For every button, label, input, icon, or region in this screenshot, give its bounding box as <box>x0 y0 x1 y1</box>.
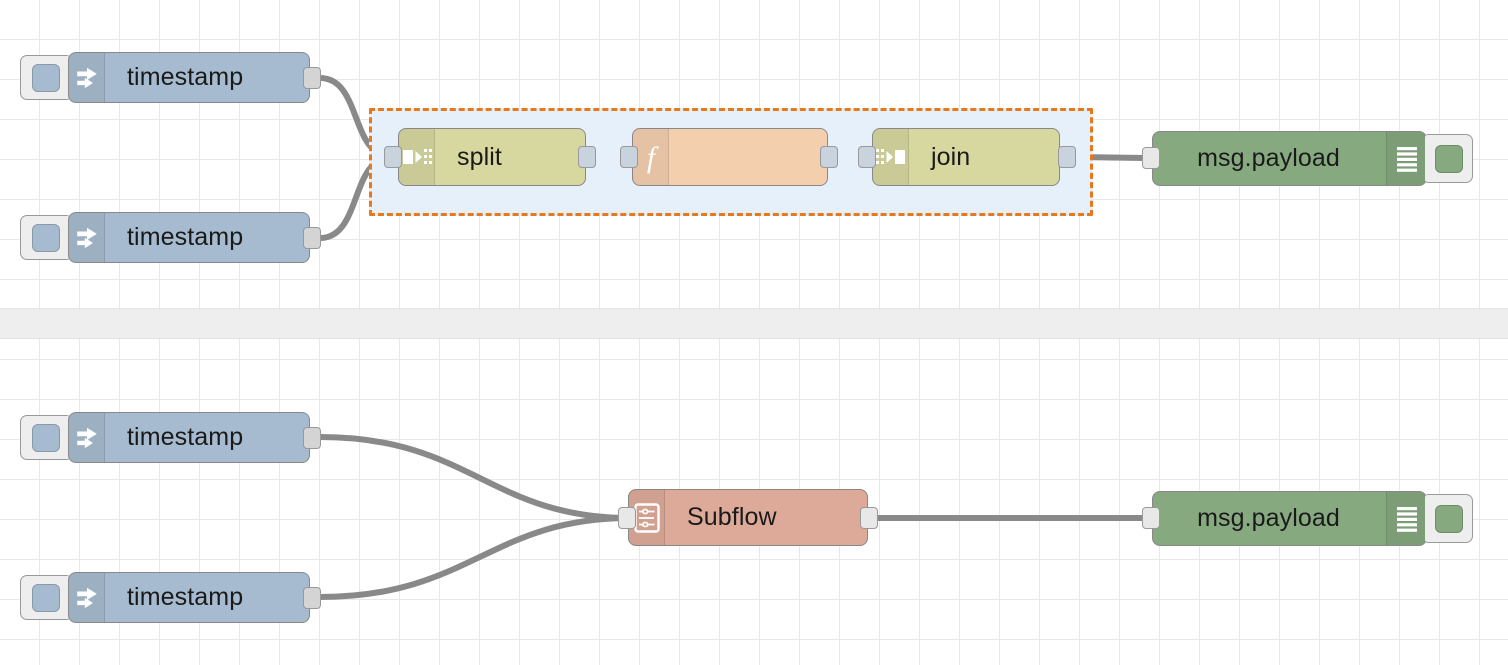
subflow-icon-svg <box>633 502 660 533</box>
node-label-split: split <box>457 142 502 171</box>
svg-text:f: f <box>646 141 658 174</box>
input-port-function[interactable] <box>620 146 638 168</box>
node-label-inject-4: timestamp <box>127 583 244 611</box>
output-port-inject-3[interactable] <box>303 427 321 449</box>
node-label-debug-1: msg.payload <box>1197 144 1340 172</box>
output-port-function[interactable] <box>820 146 838 168</box>
debug-lines-icon-svg <box>1396 146 1417 172</box>
input-port-join[interactable] <box>858 146 876 168</box>
arrow-right-icon-svg <box>76 227 97 248</box>
inject-button-inner-icon <box>31 63 60 92</box>
debug-toggle-button-1[interactable] <box>1425 134 1473 183</box>
inject-button-1[interactable] <box>20 55 70 100</box>
output-port-split[interactable] <box>578 146 596 168</box>
input-port-subflow[interactable] <box>618 507 636 529</box>
debug-lines-icon-svg <box>1396 506 1417 532</box>
arrow-right-icon <box>69 413 105 462</box>
inject-button-3[interactable] <box>20 415 70 460</box>
node-label-inject-2: timestamp <box>127 223 244 251</box>
debug-lines-icon <box>1386 492 1426 545</box>
function-f-icon: f <box>633 129 669 185</box>
input-port-debug-1[interactable] <box>1142 147 1160 169</box>
arrow-right-icon-svg <box>76 587 97 608</box>
debug-toggle-inner-icon <box>1434 504 1463 533</box>
node-inject-4[interactable]: timestamp <box>68 572 310 623</box>
input-port-debug-2[interactable] <box>1142 507 1160 529</box>
node-label-inject-1: timestamp <box>127 63 244 91</box>
input-port-split[interactable] <box>384 146 402 168</box>
node-join[interactable]: join <box>872 128 1060 186</box>
node-label-subflow: Subflow <box>687 503 777 531</box>
inject-button-inner-icon <box>31 423 60 452</box>
node-label-function <box>669 129 827 185</box>
debug-lines-icon <box>1386 132 1426 185</box>
node-inject-3[interactable]: timestamp <box>68 412 310 463</box>
function-f-icon-svg: f <box>646 141 658 174</box>
arrow-right-icon-svg <box>76 427 97 448</box>
output-port-inject-2[interactable] <box>303 227 321 249</box>
split-icon <box>399 129 435 185</box>
join-icon <box>873 129 909 185</box>
debug-toggle-button-2[interactable] <box>1425 494 1473 543</box>
arrow-right-icon <box>69 213 105 262</box>
node-inject-2[interactable]: timestamp <box>68 212 310 263</box>
arrow-right-icon <box>69 573 105 622</box>
node-subflow[interactable]: Subflow <box>628 489 868 546</box>
node-debug-1[interactable]: msg.payload <box>1152 131 1427 186</box>
output-port-join[interactable] <box>1058 146 1076 168</box>
arrow-right-icon-svg <box>76 67 97 88</box>
node-split[interactable]: split <box>398 128 586 186</box>
inject-button-inner-icon <box>31 223 60 252</box>
output-port-subflow[interactable] <box>860 507 878 529</box>
node-label-inject-3: timestamp <box>127 423 244 451</box>
output-port-inject-4[interactable] <box>303 587 321 609</box>
node-label-debug-2: msg.payload <box>1197 504 1340 532</box>
node-label-join: join <box>931 142 971 171</box>
inject-button-2[interactable] <box>20 215 70 260</box>
inject-button-inner-icon <box>31 583 60 612</box>
wire-inject3-to-subflow[interactable] <box>317 434 633 521</box>
arrow-right-icon <box>69 53 105 102</box>
flow-tab-separator <box>0 308 1508 339</box>
wire-inject4-to-subflow[interactable] <box>317 515 633 600</box>
node-debug-2[interactable]: msg.payload <box>1152 491 1427 546</box>
node-function[interactable]: f <box>632 128 828 186</box>
debug-toggle-inner-icon <box>1434 144 1463 173</box>
split-icon-svg <box>402 149 432 164</box>
node-inject-1[interactable]: timestamp <box>68 52 310 103</box>
output-port-inject-1[interactable] <box>303 67 321 89</box>
join-icon-svg <box>875 149 905 164</box>
inject-button-4[interactable] <box>20 575 70 620</box>
